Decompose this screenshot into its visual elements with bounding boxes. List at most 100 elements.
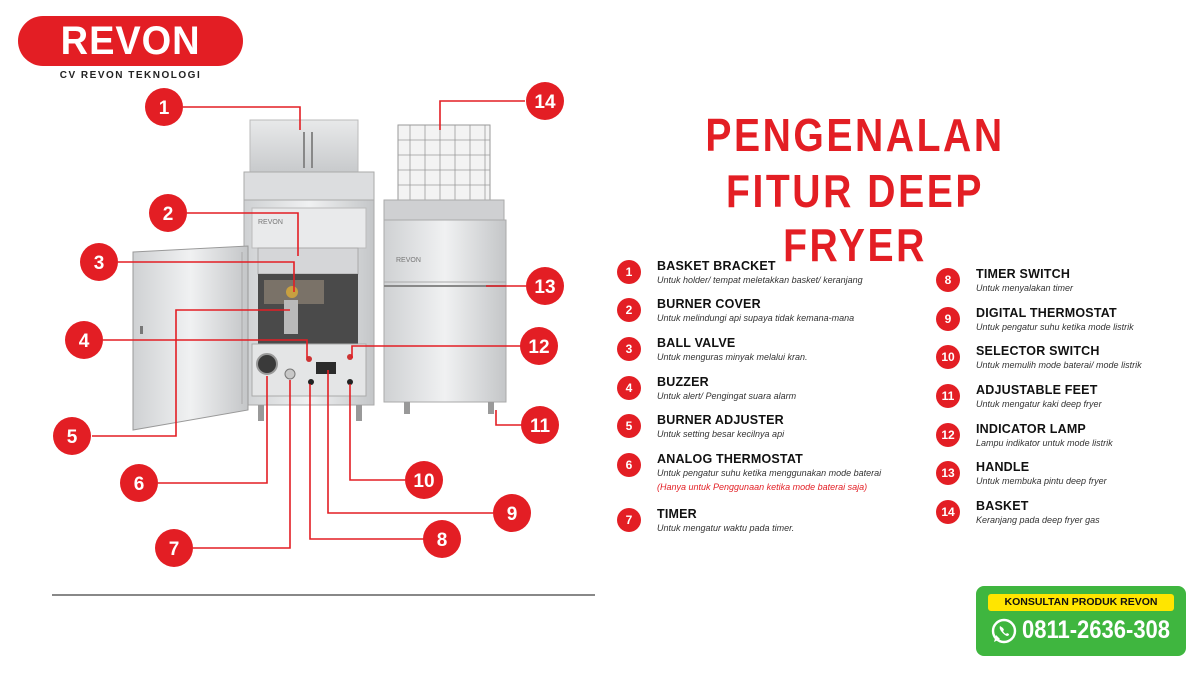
whatsapp-icon [991, 618, 1017, 644]
legend-number-badge: 12 [936, 423, 960, 447]
legend-number-badge: 7 [617, 508, 641, 532]
legend-feature-name: INDICATOR LAMP [976, 422, 1086, 436]
brand-logo: REVON [18, 16, 243, 66]
callout-badge-10: 10 [405, 461, 443, 499]
callout-circle [493, 494, 531, 532]
fryer-diagram: REVON [53, 82, 564, 567]
callout-badge-1: 1 [145, 88, 183, 126]
legend-feature-description: Untuk menguras minyak melalui kran. [657, 352, 808, 362]
callout-number: 12 [528, 337, 549, 358]
legend-number-badge: 8 [936, 268, 960, 292]
legend-feature-description: Untuk melindungi api supaya tidak kemana… [657, 313, 855, 323]
legend-feature-name: TIMER [657, 507, 697, 521]
legend-feature-name: BASKET BRACKET [657, 259, 776, 273]
legend-feature-description: Untuk memulih mode baterai/ mode listrik [976, 360, 1142, 370]
legend-number-badge: 13 [936, 461, 960, 485]
legend-feature-name: BURNER COVER [657, 297, 761, 311]
page-title-line1: PENGENALAN [705, 109, 1005, 161]
legend-feature-name: ADJUSTABLE FEET [976, 383, 1098, 397]
legend-feature-description: Untuk pengatur suhu ketika menggunakan m… [657, 468, 882, 478]
brand-name: REVON [60, 18, 201, 63]
callout-number: 13 [534, 277, 555, 298]
callout-badge-2: 2 [149, 194, 187, 232]
callout-circle [149, 194, 187, 232]
callout-badge-4: 4 [65, 321, 103, 359]
legend-feature-description: Untuk mengatur kaki deep fryer [976, 399, 1102, 409]
callout-circle [521, 406, 559, 444]
callout-circle [65, 321, 103, 359]
callout-badge-6: 6 [120, 464, 158, 502]
legend-feature-name: HANDLE [976, 460, 1030, 474]
callout-circle [120, 464, 158, 502]
legend-feature-name: TIMER SWITCH [976, 267, 1071, 281]
legend-number-badge: 9 [936, 307, 960, 331]
fryer-open-door: REVON [132, 119, 375, 431]
legend-number-badge: 4 [617, 376, 641, 400]
callout-number: 3 [94, 253, 105, 274]
callout-badge-14: 14 [526, 82, 564, 120]
legend-feature-description: Untuk menyalakan timer [976, 283, 1074, 293]
callout-circle [423, 520, 461, 558]
callout-number: 6 [134, 474, 145, 495]
fryer-closed: REVON [383, 124, 507, 414]
fryer-brand-label-right: REVON [396, 257, 421, 264]
callout-badge-12: 12 [520, 327, 558, 365]
callout-badge-8: 8 [423, 520, 461, 558]
legend-feature-description: Untuk pengatur suhu ketika mode listrik [976, 322, 1134, 332]
whatsapp-contact[interactable]: KONSULTAN PRODUK REVON 0811-2636-308 [976, 586, 1186, 656]
legend-feature-name: BASKET [976, 499, 1029, 513]
callout-number: 1 [159, 98, 170, 119]
legend-feature-name: DIGITAL THERMOSTAT [976, 306, 1117, 320]
callout-number: 8 [437, 530, 448, 551]
legend-number-badge: 1 [617, 260, 641, 284]
legend-feature-description: Lampu indikator untuk mode listrik [976, 438, 1113, 448]
callout-circle [53, 417, 91, 455]
callout-badge-3: 3 [80, 243, 118, 281]
callout-badge-9: 9 [493, 494, 531, 532]
legend-feature-description: Keranjang pada deep fryer gas [976, 515, 1100, 525]
callout-circle [155, 529, 193, 567]
legend-feature-description: Untuk holder/ tempat meletakkan basket/ … [657, 275, 863, 285]
legend-feature-description: Untuk alert/ Pengingat suara alarm [657, 391, 797, 401]
callout-number: 2 [163, 204, 174, 225]
legend-number-badge: 6 [617, 453, 641, 477]
callout-number: 7 [169, 539, 180, 560]
leader-lines [92, 100, 526, 549]
fryer-brand-label: REVON [258, 219, 283, 226]
callout-badge-5: 5 [53, 417, 91, 455]
legend-feature-description: Untuk mengatur waktu pada timer. [657, 523, 795, 533]
callout-circle [526, 267, 564, 305]
legend-feature-description: Untuk setting besar kecilnya api [657, 429, 785, 439]
legend-number-badge: 14 [936, 500, 960, 524]
callout-circle [526, 82, 564, 120]
legend-feature-description: Untuk membuka pintu deep fryer [976, 476, 1107, 486]
callout-number: 14 [534, 92, 556, 113]
contact-phone: 0811-2636-308 [1022, 616, 1171, 644]
callout-circle [520, 327, 558, 365]
callout-number: 4 [79, 331, 90, 352]
legend-number-badge: 2 [617, 298, 641, 322]
legend-feature-name: BUZZER [657, 375, 709, 389]
callout-number: 11 [530, 416, 551, 437]
callout-number: 10 [413, 471, 434, 492]
legend-number-badge: 3 [617, 337, 641, 361]
callout-circle [145, 88, 183, 126]
brand-subtitle: CV REVON TEKNOLOGI [59, 70, 202, 81]
page-title-line2: FITUR DEEP FRYER [726, 165, 984, 271]
legend-feature-name: BALL VALVE [657, 336, 736, 350]
legend-feature-name: SELECTOR SWITCH [976, 344, 1100, 358]
legend-feature-name: BURNER ADJUSTER [657, 413, 784, 427]
callout-circle [80, 243, 118, 281]
legend-number-badge: 11 [936, 384, 960, 408]
callout-badge-7: 7 [155, 529, 193, 567]
callout-circle [405, 461, 443, 499]
contact-label: KONSULTAN PRODUK REVON [988, 594, 1174, 611]
callout-number: 9 [507, 504, 518, 525]
legend-number-badge: 10 [936, 345, 960, 369]
callout-badge-11: 11 [521, 406, 559, 444]
callout-number: 5 [67, 427, 78, 448]
legend-feature-name: ANALOG THERMOSTAT [657, 452, 803, 466]
divider [52, 594, 595, 596]
legend-number-badge: 5 [617, 414, 641, 438]
legend-feature-note: (Hanya untuk Penggunaan ketika mode bate… [657, 482, 868, 492]
